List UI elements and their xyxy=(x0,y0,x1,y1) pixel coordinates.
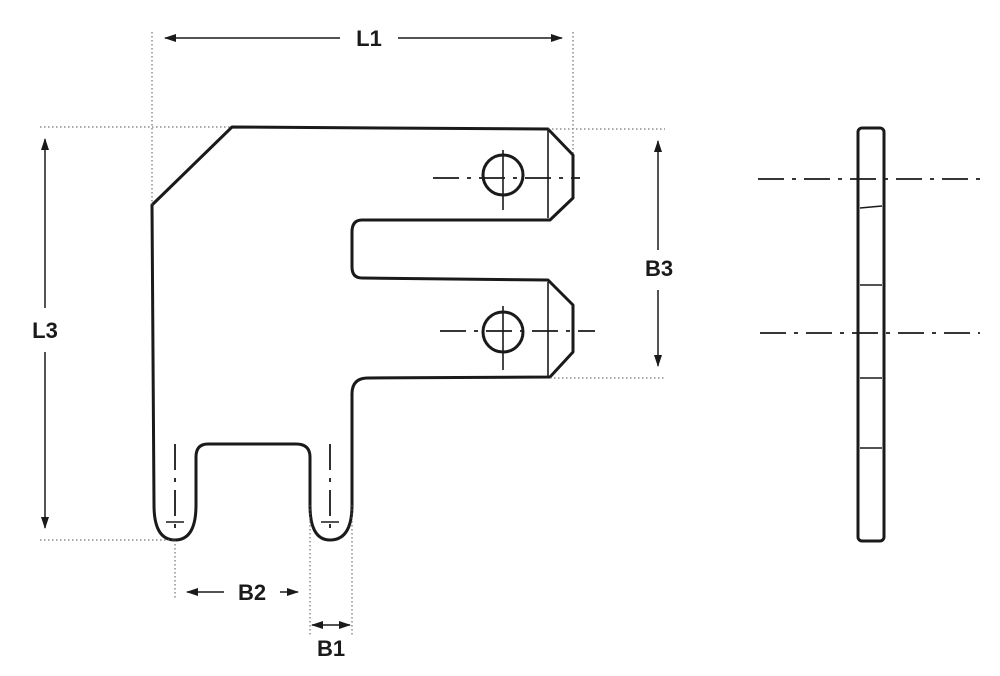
side-plate-outline xyxy=(856,126,886,543)
extension-lines xyxy=(40,32,665,635)
label-l1: L1 xyxy=(356,26,382,51)
label-l3: L3 xyxy=(32,318,58,343)
dimension-l3: L3 xyxy=(32,138,58,529)
side-view xyxy=(758,126,980,543)
label-b1: B1 xyxy=(317,636,345,661)
label-b2: B2 xyxy=(238,580,266,605)
plate-outline xyxy=(150,125,575,542)
front-view xyxy=(150,125,595,542)
dimension-b3: B3 xyxy=(645,140,673,367)
dimension-l1: L1 xyxy=(164,26,563,51)
dimension-b1: B1 xyxy=(311,621,351,661)
dimension-b2: B2 xyxy=(186,580,299,605)
label-b3: B3 xyxy=(645,256,673,281)
